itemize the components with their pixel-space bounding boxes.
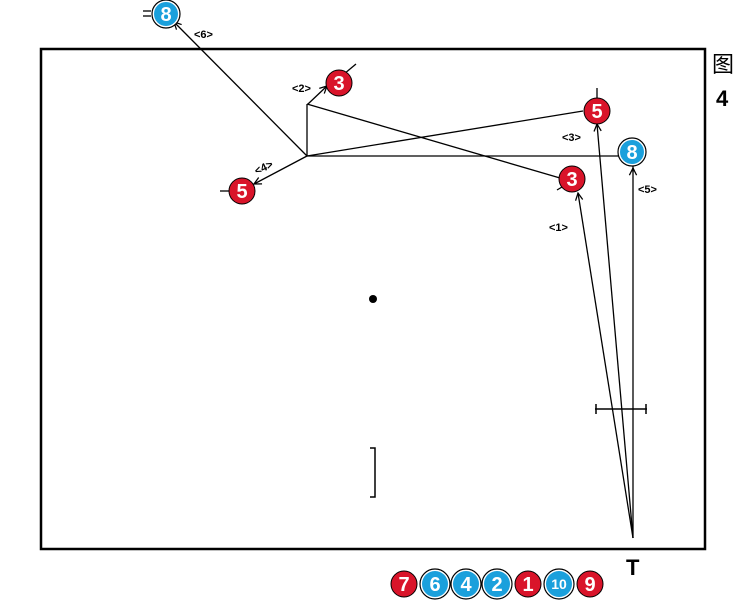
ball-3-right-number: 3	[566, 169, 577, 191]
path-label-1: <1>	[549, 222, 568, 234]
remaining-ball-1-number: 1	[522, 574, 533, 596]
remaining-ball-6-number: 6	[429, 574, 440, 596]
ball-5-left: 5	[228, 177, 256, 205]
remaining-ball-6: 6	[419, 568, 451, 600]
path-3	[597, 124, 634, 539]
remaining-ball-4-number: 4	[460, 574, 472, 596]
remaining-ball-7-number: 7	[398, 574, 409, 596]
ball-8-top: 8	[151, 0, 181, 29]
ball-3-mid: 3	[325, 69, 353, 97]
path-label-3: <3>	[562, 132, 581, 144]
remaining-ball-7: 7	[390, 570, 418, 598]
table-balls: 8 3 5 8 3 5	[151, 0, 647, 205]
ball-8-right: 8	[617, 137, 647, 167]
ball-5-left-number: 5	[236, 181, 247, 203]
path-label-6: <6>	[194, 29, 213, 41]
ball-5-right-number: 5	[591, 101, 602, 123]
remaining-ball-9-number: 9	[584, 574, 595, 596]
path-2	[307, 86, 327, 105]
path-1	[578, 193, 634, 539]
center-spot	[369, 295, 377, 303]
cue-ball-mark: T	[626, 555, 640, 580]
ball-8-top-number: 8	[160, 4, 171, 26]
figure-label: 图	[712, 53, 734, 78]
ball-3-right: 3	[558, 165, 586, 193]
remaining-ball-10-number: 10	[551, 576, 567, 592]
remaining-ball-2-number: 2	[491, 574, 502, 596]
figure-number: 4	[716, 86, 729, 111]
cue-crossbar	[595, 404, 647, 414]
path-label-2: <2>	[292, 83, 311, 95]
remaining-ball-9: 9	[576, 570, 604, 598]
bracket-mark	[370, 447, 376, 498]
remaining-ball-2: 2	[481, 568, 513, 600]
ball-3-mid-number: 3	[333, 73, 344, 95]
remaining-ball-1: 1	[514, 570, 542, 598]
path-6	[174, 22, 308, 157]
remaining-ball-10: 10	[543, 568, 575, 600]
remaining-ball-4: 4	[450, 568, 482, 600]
path-label-5: <5>	[638, 184, 657, 196]
ball-5-right: 5	[583, 97, 611, 125]
path-4	[254, 155, 308, 184]
path-bounce-lines	[306, 103, 620, 179]
ball-8-right-number: 8	[626, 142, 637, 164]
